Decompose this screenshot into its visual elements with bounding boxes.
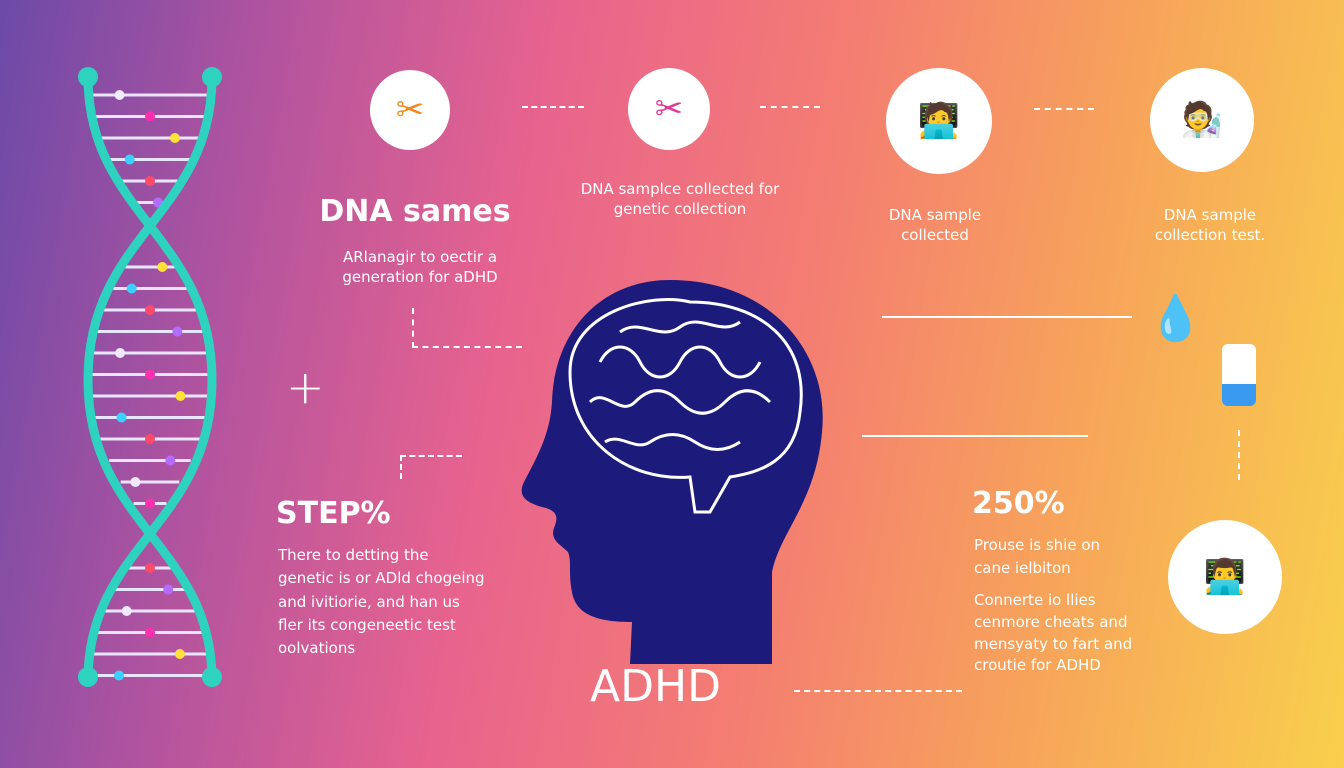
helix-base: [175, 391, 186, 401]
helix-base: [114, 670, 125, 681]
dna-helix-icon: [78, 67, 222, 687]
left-block-title: STEP%: [276, 496, 391, 531]
helix-base: [114, 90, 125, 100]
left-block-text: There to detting the genetic is or ADld …: [278, 546, 485, 657]
helix-base: [126, 283, 137, 294]
helix-base: [145, 563, 155, 573]
arrow-line-5: [862, 435, 1088, 437]
plus-icon: +: [286, 360, 325, 414]
right-block-text-2: Connerte io llies cenmore cheats and men…: [974, 591, 1133, 675]
step-3-person-at-computer-icon: 🧑‍💻: [886, 68, 992, 174]
adhd-label: ADHD: [590, 661, 721, 712]
step-1-text: ARlanagir to oectir a generation for aDH…: [342, 248, 498, 286]
helix-base: [157, 262, 168, 272]
helix-base: [163, 584, 174, 595]
helix-base: [145, 498, 155, 509]
helix-base: [169, 133, 180, 143]
bracket-connector-2: [400, 455, 462, 479]
blood-drop-icon: 💧: [1148, 293, 1203, 344]
helix-base: [124, 154, 135, 165]
step-4-text: DNA sample collection test.: [1154, 206, 1266, 244]
helix-base: [174, 649, 185, 659]
step-4-lab-technician-icon: 🧑‍🔬: [1150, 68, 1254, 172]
arrow-down: [1238, 430, 1240, 480]
arrow-line-4: [882, 316, 1132, 318]
helix-base: [130, 477, 141, 487]
helix-base: [145, 176, 155, 186]
step-2-scissors-icon: ✂: [628, 68, 710, 150]
head-brain-icon: [521, 280, 823, 664]
helix-base: [165, 455, 176, 466]
helix-base: [145, 369, 155, 380]
bracket-connector: [412, 308, 522, 348]
medicine-bottle-icon: [1222, 344, 1256, 406]
helix-base: [115, 348, 126, 358]
step-2-text: DNA samplce collected for genetic collec…: [580, 180, 780, 218]
helix-base: [172, 326, 183, 337]
arrow-3: [1034, 108, 1094, 110]
doctor-avatar-icon: 👨‍💻: [1168, 520, 1282, 634]
helix-base: [145, 434, 155, 444]
helix-base: [145, 111, 155, 122]
helix-base: [145, 305, 155, 315]
right-block-text-1: Prouse is shie on cane ielbiton: [974, 536, 1101, 578]
right-block-title: 250%: [972, 486, 1065, 521]
step-3-text: DNA sample collected: [888, 206, 982, 244]
helix-base: [145, 627, 155, 638]
arrow-6: [794, 690, 962, 692]
arrow-2: [760, 106, 820, 108]
step-1-scissors-icon: ✂: [370, 70, 450, 150]
arrow-1: [522, 106, 584, 108]
helix-base: [121, 606, 132, 616]
step-1-title: DNA sames: [319, 194, 511, 229]
helix-base: [116, 412, 127, 423]
